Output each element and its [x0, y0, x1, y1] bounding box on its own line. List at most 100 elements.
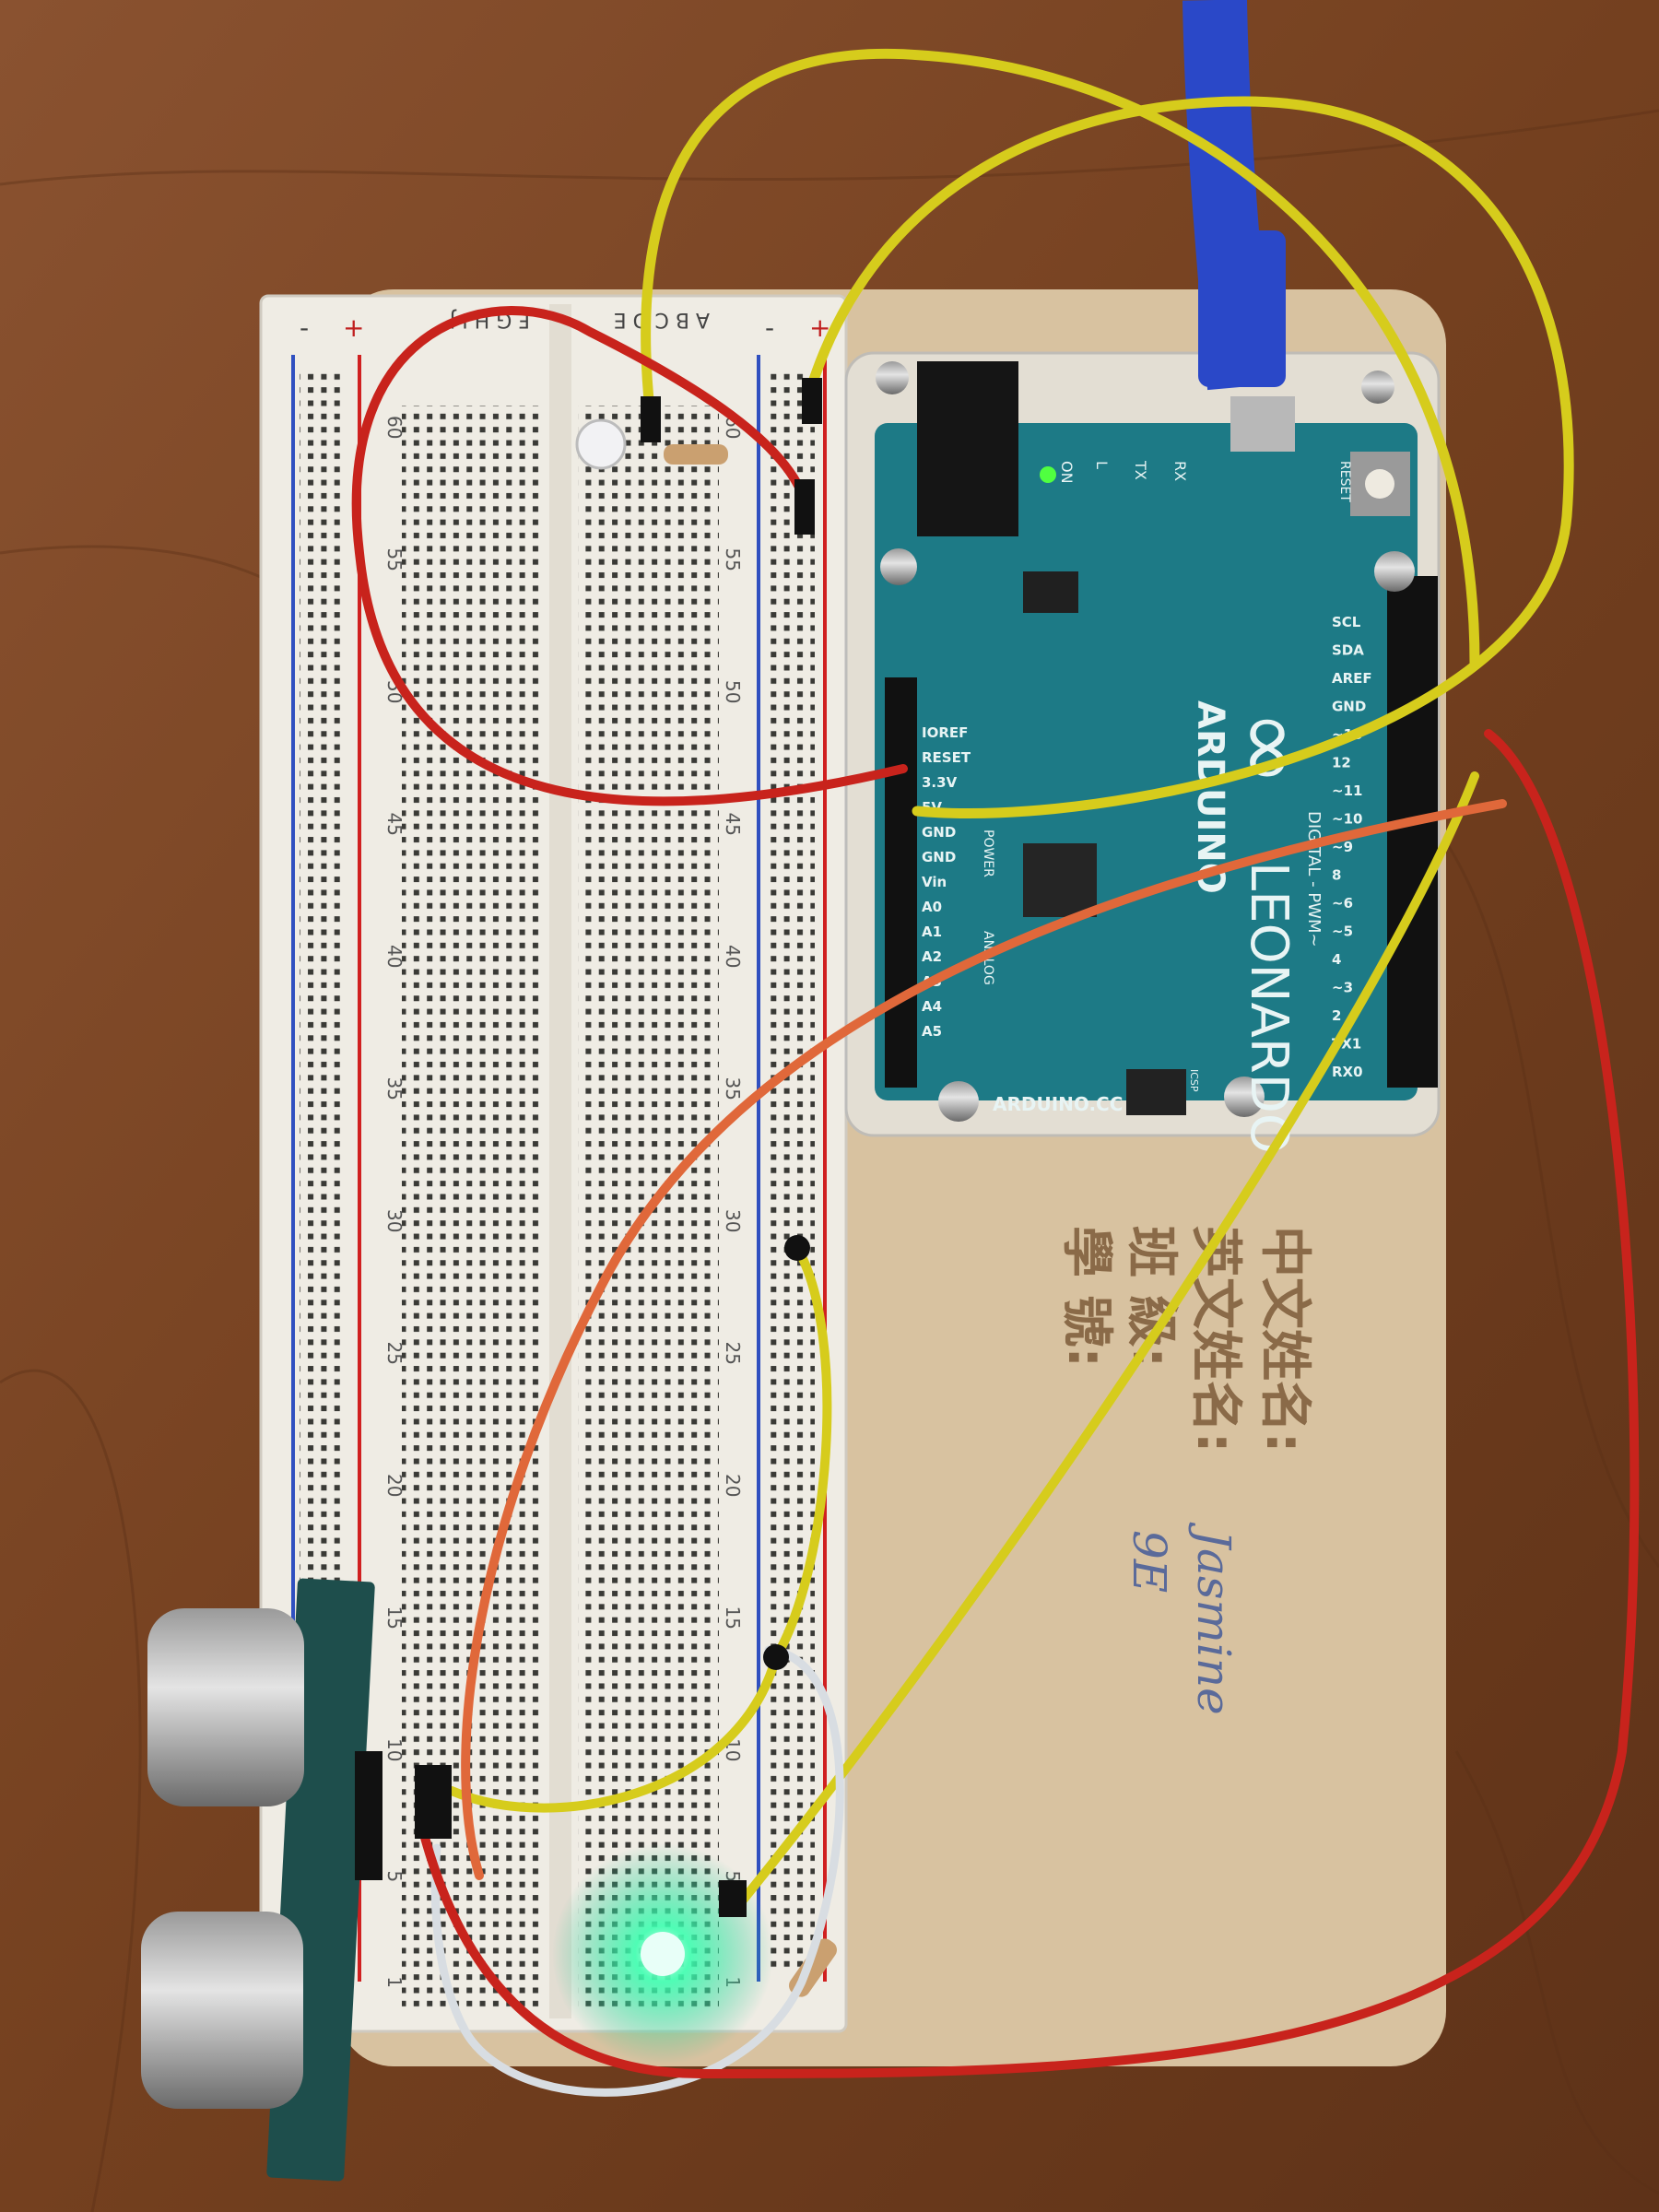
sensor-pin-header — [355, 1751, 382, 1880]
usb-plug — [1198, 230, 1286, 387]
row-number-label: 25 — [383, 1342, 406, 1365]
wire-yellow-led-to-pin[interactable] — [729, 771, 1479, 1916]
micro-usb-port — [1230, 396, 1295, 452]
transducer-top — [147, 1608, 304, 1806]
ultrasonic-sensor — [141, 1578, 382, 2182]
pin-label: 3.3V — [922, 774, 958, 791]
website-label: ARDUINO.CC — [993, 1093, 1123, 1115]
led-label-l: L — [1093, 461, 1111, 469]
class-value: 9E — [1123, 1530, 1176, 1593]
header-left — [885, 677, 917, 1088]
wire-orange[interactable] — [461, 799, 1507, 1880]
row-number-label: 35 — [722, 1077, 744, 1100]
pin-label: Vin — [922, 874, 947, 890]
pin-label: ~11 — [1332, 782, 1362, 799]
pin-label: SDA — [1332, 642, 1364, 659]
pin-label: RESET — [922, 749, 971, 766]
dc-jack — [917, 361, 1018, 536]
pin-label: SCL — [1332, 614, 1361, 630]
row-number-label: 55 — [722, 548, 744, 571]
student-number-label: 學 號: — [1056, 1226, 1116, 1368]
power-led — [1040, 466, 1056, 483]
led-label-on: ON — [1058, 461, 1076, 484]
rail-minus-label-right: - — [765, 312, 774, 343]
wire-yellow-short[interactable] — [771, 1243, 832, 1662]
top-resistor — [664, 444, 728, 465]
row-number-label: 1 — [383, 1976, 406, 1988]
digital-pwm-label: DIGITAL - PWM~ — [1304, 811, 1324, 947]
row-number-label: 50 — [722, 680, 744, 703]
pcb — [875, 423, 1418, 1100]
row-number-label: 20 — [383, 1474, 406, 1497]
pin-label: A5 — [922, 1023, 942, 1040]
row-number-label: 15 — [383, 1606, 406, 1630]
pin-label: ~6 — [1332, 895, 1353, 912]
wire-yellow-led-to-header[interactable] — [641, 48, 1480, 669]
pin-label: 4 — [1332, 951, 1341, 968]
row-number-label: 45 — [383, 813, 406, 836]
icsp-header — [1126, 1069, 1186, 1115]
english-name-value: Jasmine — [1187, 1522, 1241, 1715]
pin-label: IOREF — [922, 724, 968, 741]
power-label: POWER — [981, 830, 995, 877]
model-label: LEONARDO — [1239, 862, 1299, 1154]
pin-label: ~5 — [1332, 924, 1353, 940]
row-number-label: 30 — [383, 1209, 406, 1232]
pin-label: GND — [922, 849, 956, 865]
pin-label: 8 — [1332, 867, 1341, 884]
wire-yellow-rail-to-header[interactable] — [806, 96, 1574, 818]
name-label-chinese: 中文姓名: — [1254, 1226, 1314, 1453]
wire-red-long[interactable] — [419, 729, 1640, 2079]
pin-label: ~10 — [1332, 811, 1362, 828]
wire-yellow-sensor[interactable] — [447, 1653, 781, 1813]
pin-label: AREF — [1332, 670, 1372, 687]
screws — [876, 361, 1415, 1122]
arduino-leonardo: RESET ON L TX RX ∞ ARDUINO LEONARDO DIGI… — [844, 351, 1441, 1154]
row-number-label: 45 — [722, 813, 744, 836]
wire-red-loop[interactable] — [351, 306, 908, 806]
icsp-label: ICSP — [1188, 1069, 1200, 1092]
row-number-label: 10 — [383, 1738, 406, 1761]
header-right — [1387, 576, 1438, 1088]
row-number-label: 5 — [383, 1871, 406, 1883]
jumper-wires — [351, 48, 1640, 2097]
top-led — [575, 418, 627, 470]
row-number-label: 35 — [383, 1077, 406, 1100]
row-number-label: 20 — [722, 1474, 744, 1497]
pin-label: GND — [1332, 699, 1366, 715]
row-number-label: 15 — [722, 1606, 744, 1630]
name-label-english: 英文姓名: — [1185, 1226, 1245, 1453]
reset-label: RESET — [1337, 461, 1352, 502]
pin-label: A4 — [922, 998, 942, 1015]
microcontroller-chip — [1023, 843, 1097, 917]
pin-label: RX0 — [1332, 1064, 1363, 1080]
rail-plus-label-right: + — [809, 312, 830, 343]
row-number-label: 25 — [722, 1342, 744, 1365]
brand-label: ARDUINO — [1189, 700, 1231, 894]
rail-plus-label-left: + — [343, 312, 364, 343]
wire-connectors — [415, 378, 822, 1917]
row-number-label: 40 — [383, 945, 406, 968]
pin-label: A2 — [922, 948, 942, 965]
row-number-label: 30 — [722, 1209, 744, 1232]
transducer-bottom — [141, 1912, 303, 2109]
pin-label: 2 — [1332, 1007, 1341, 1024]
pin-label: GND — [922, 824, 956, 841]
row-number-label: 55 — [383, 548, 406, 571]
green-led — [641, 1932, 685, 1976]
power-rail-right — [769, 369, 815, 1972]
pin-label: 12 — [1332, 755, 1351, 771]
led-label-rx: RX — [1171, 461, 1189, 481]
terminal-strip-left — [402, 406, 543, 2009]
led-label-tx: TX — [1132, 460, 1149, 480]
regulator — [1023, 571, 1078, 613]
rail-minus-label-left: - — [300, 312, 309, 343]
row-number-label: 40 — [722, 945, 744, 968]
row-number-label: 60 — [383, 416, 406, 439]
column-letters-right: A B C D E — [614, 308, 710, 331]
pin-label: A1 — [922, 924, 942, 940]
pin-label: A0 — [922, 899, 942, 915]
center-channel — [549, 304, 571, 2018]
